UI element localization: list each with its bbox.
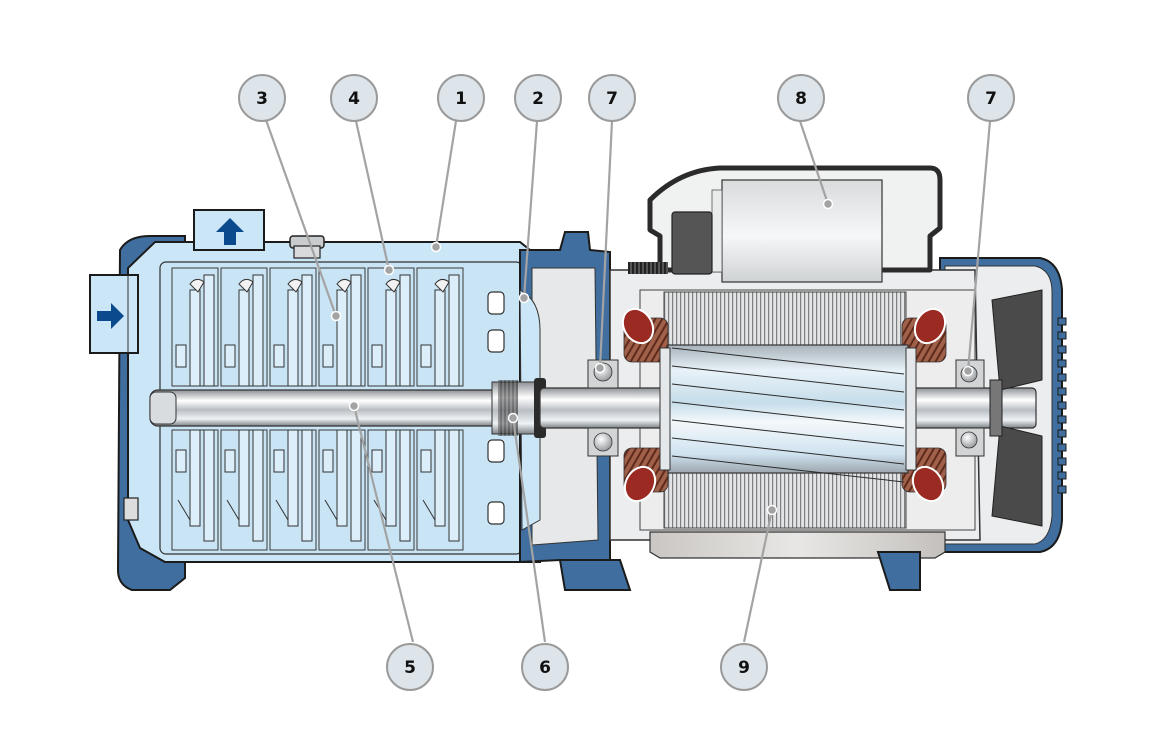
callouts: 3 4 1 2 7 8 7 5 bbox=[238, 74, 1015, 691]
callout-9-label: 9 bbox=[738, 658, 750, 678]
pump-shaft bbox=[149, 389, 511, 427]
inlet-arrow-icon bbox=[97, 303, 124, 329]
callout-6-label: 6 bbox=[539, 658, 551, 678]
impeller-stage bbox=[171, 267, 219, 551]
callout-2: 2 bbox=[514, 74, 562, 122]
priming-plug bbox=[289, 235, 325, 259]
impeller-stage bbox=[220, 267, 268, 551]
callout-3: 3 bbox=[238, 74, 286, 122]
callout-7-rear-label: 7 bbox=[985, 89, 997, 109]
impeller-stage bbox=[318, 267, 366, 551]
callout-3-label: 3 bbox=[256, 89, 268, 109]
outlet-arrow-icon bbox=[216, 218, 244, 245]
callout-4: 4 bbox=[330, 74, 378, 122]
cooling-ribs bbox=[1057, 317, 1067, 494]
callout-7-front: 7 bbox=[588, 74, 636, 122]
callout-7-rear: 7 bbox=[967, 74, 1015, 122]
callout-8: 8 bbox=[777, 74, 825, 122]
cooling-fan bbox=[989, 289, 1043, 527]
callout-2-label: 2 bbox=[532, 89, 544, 109]
callout-7-front-label: 7 bbox=[606, 89, 618, 109]
stator-bottom bbox=[663, 465, 907, 529]
callout-1: 1 bbox=[437, 74, 485, 122]
callout-9: 9 bbox=[720, 643, 768, 691]
inlet-port bbox=[89, 274, 139, 354]
impeller-stages bbox=[171, 267, 505, 551]
impeller-stage bbox=[269, 267, 317, 551]
callout-8-label: 8 bbox=[795, 89, 807, 109]
impeller-stage bbox=[367, 267, 415, 551]
front-bearing bbox=[587, 359, 619, 457]
rotor bbox=[659, 344, 917, 483]
impeller-stage bbox=[416, 267, 464, 551]
callout-5-label: 5 bbox=[404, 658, 416, 678]
outlet-port bbox=[193, 209, 265, 251]
callout-5: 5 bbox=[386, 643, 434, 691]
callout-4-label: 4 bbox=[348, 89, 360, 109]
callout-1-label: 1 bbox=[455, 89, 467, 109]
mechanical-seal bbox=[491, 378, 546, 438]
capacitor bbox=[721, 179, 883, 283]
callout-6: 6 bbox=[521, 643, 569, 691]
terminal-block bbox=[671, 211, 713, 275]
drain-plug bbox=[123, 497, 139, 521]
